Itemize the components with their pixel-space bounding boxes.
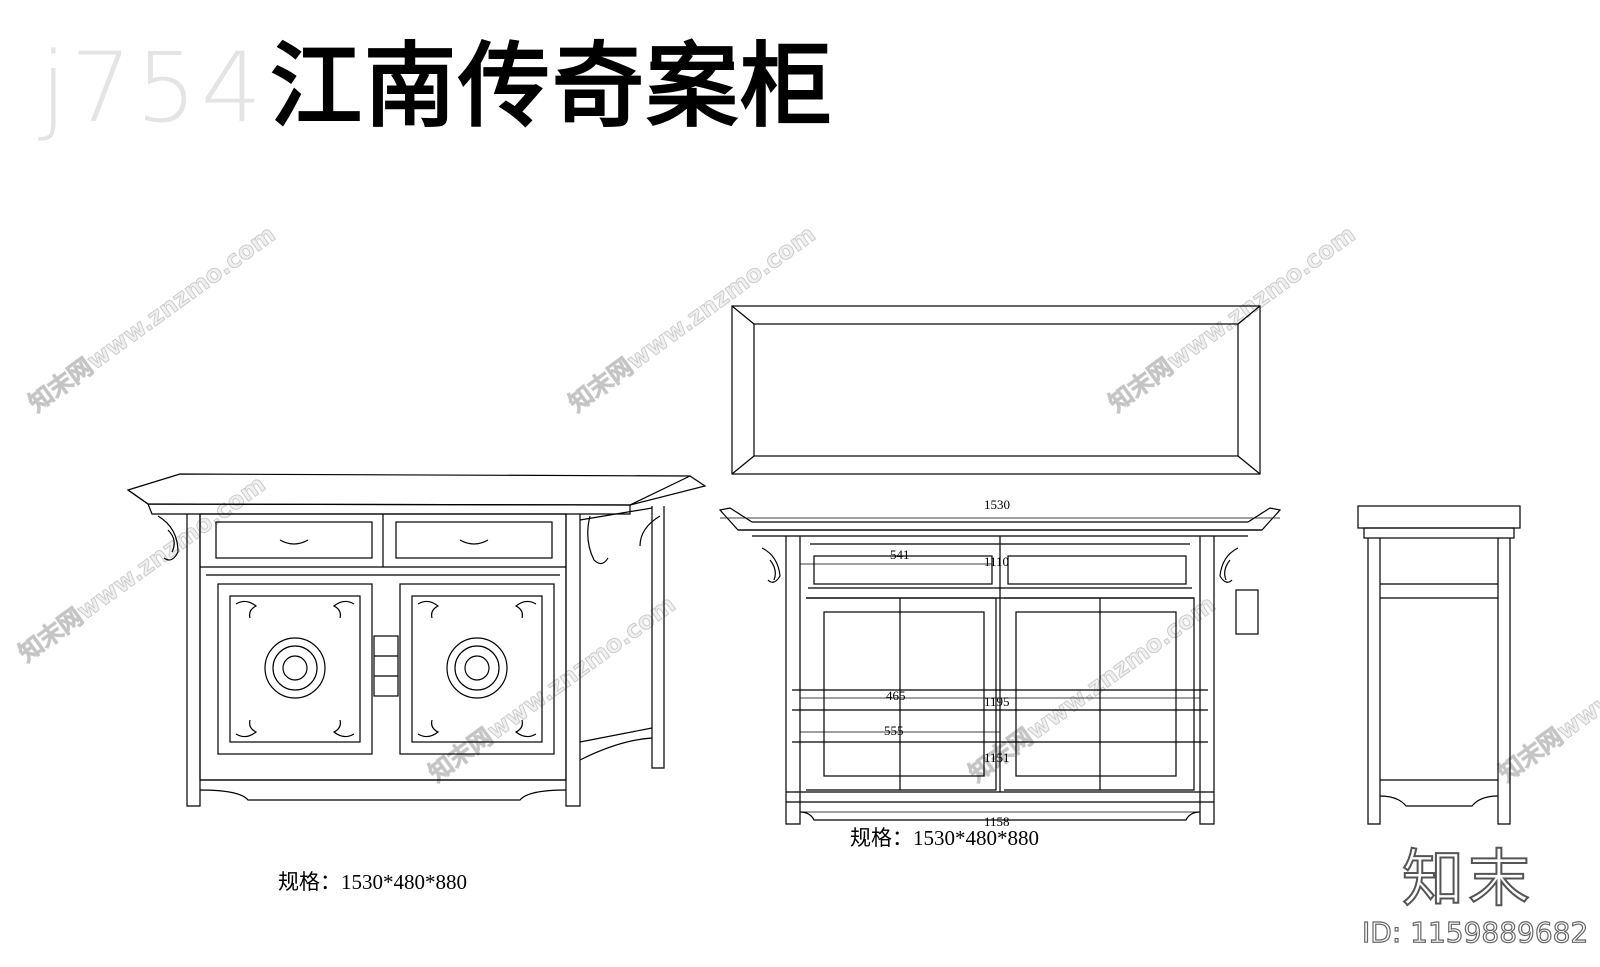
spec-label-elevation: 规格：1530*480*880	[850, 826, 1039, 850]
image-id: ID: 1159889682	[1361, 915, 1589, 949]
side-elevation	[1357, 505, 1521, 825]
plan-view	[731, 305, 1261, 475]
drawing-code: j754	[40, 32, 266, 144]
dim-drawer-width: 541	[890, 547, 910, 562]
dim-inner-width-low: 1151	[984, 750, 1010, 765]
dim-base-width: 1158	[984, 814, 1010, 829]
spec-label-perspective: 规格：1530*480*880	[278, 870, 467, 894]
dim-door-width-lower: 555	[884, 723, 904, 738]
dim-door-width: 465	[886, 688, 906, 703]
brand-logo: 知末	[1401, 841, 1535, 916]
front-elevation: 1530 541 1110 465 1195 555 1151 1158	[718, 497, 1282, 829]
dim-inner-width-top: 1110	[984, 554, 1009, 569]
dim-inner-width-mid: 1195	[984, 694, 1010, 709]
perspective-view	[126, 473, 707, 807]
dim-overall-width: 1530	[984, 497, 1010, 512]
drawing-title: 江南传奇案柜	[270, 32, 835, 140]
